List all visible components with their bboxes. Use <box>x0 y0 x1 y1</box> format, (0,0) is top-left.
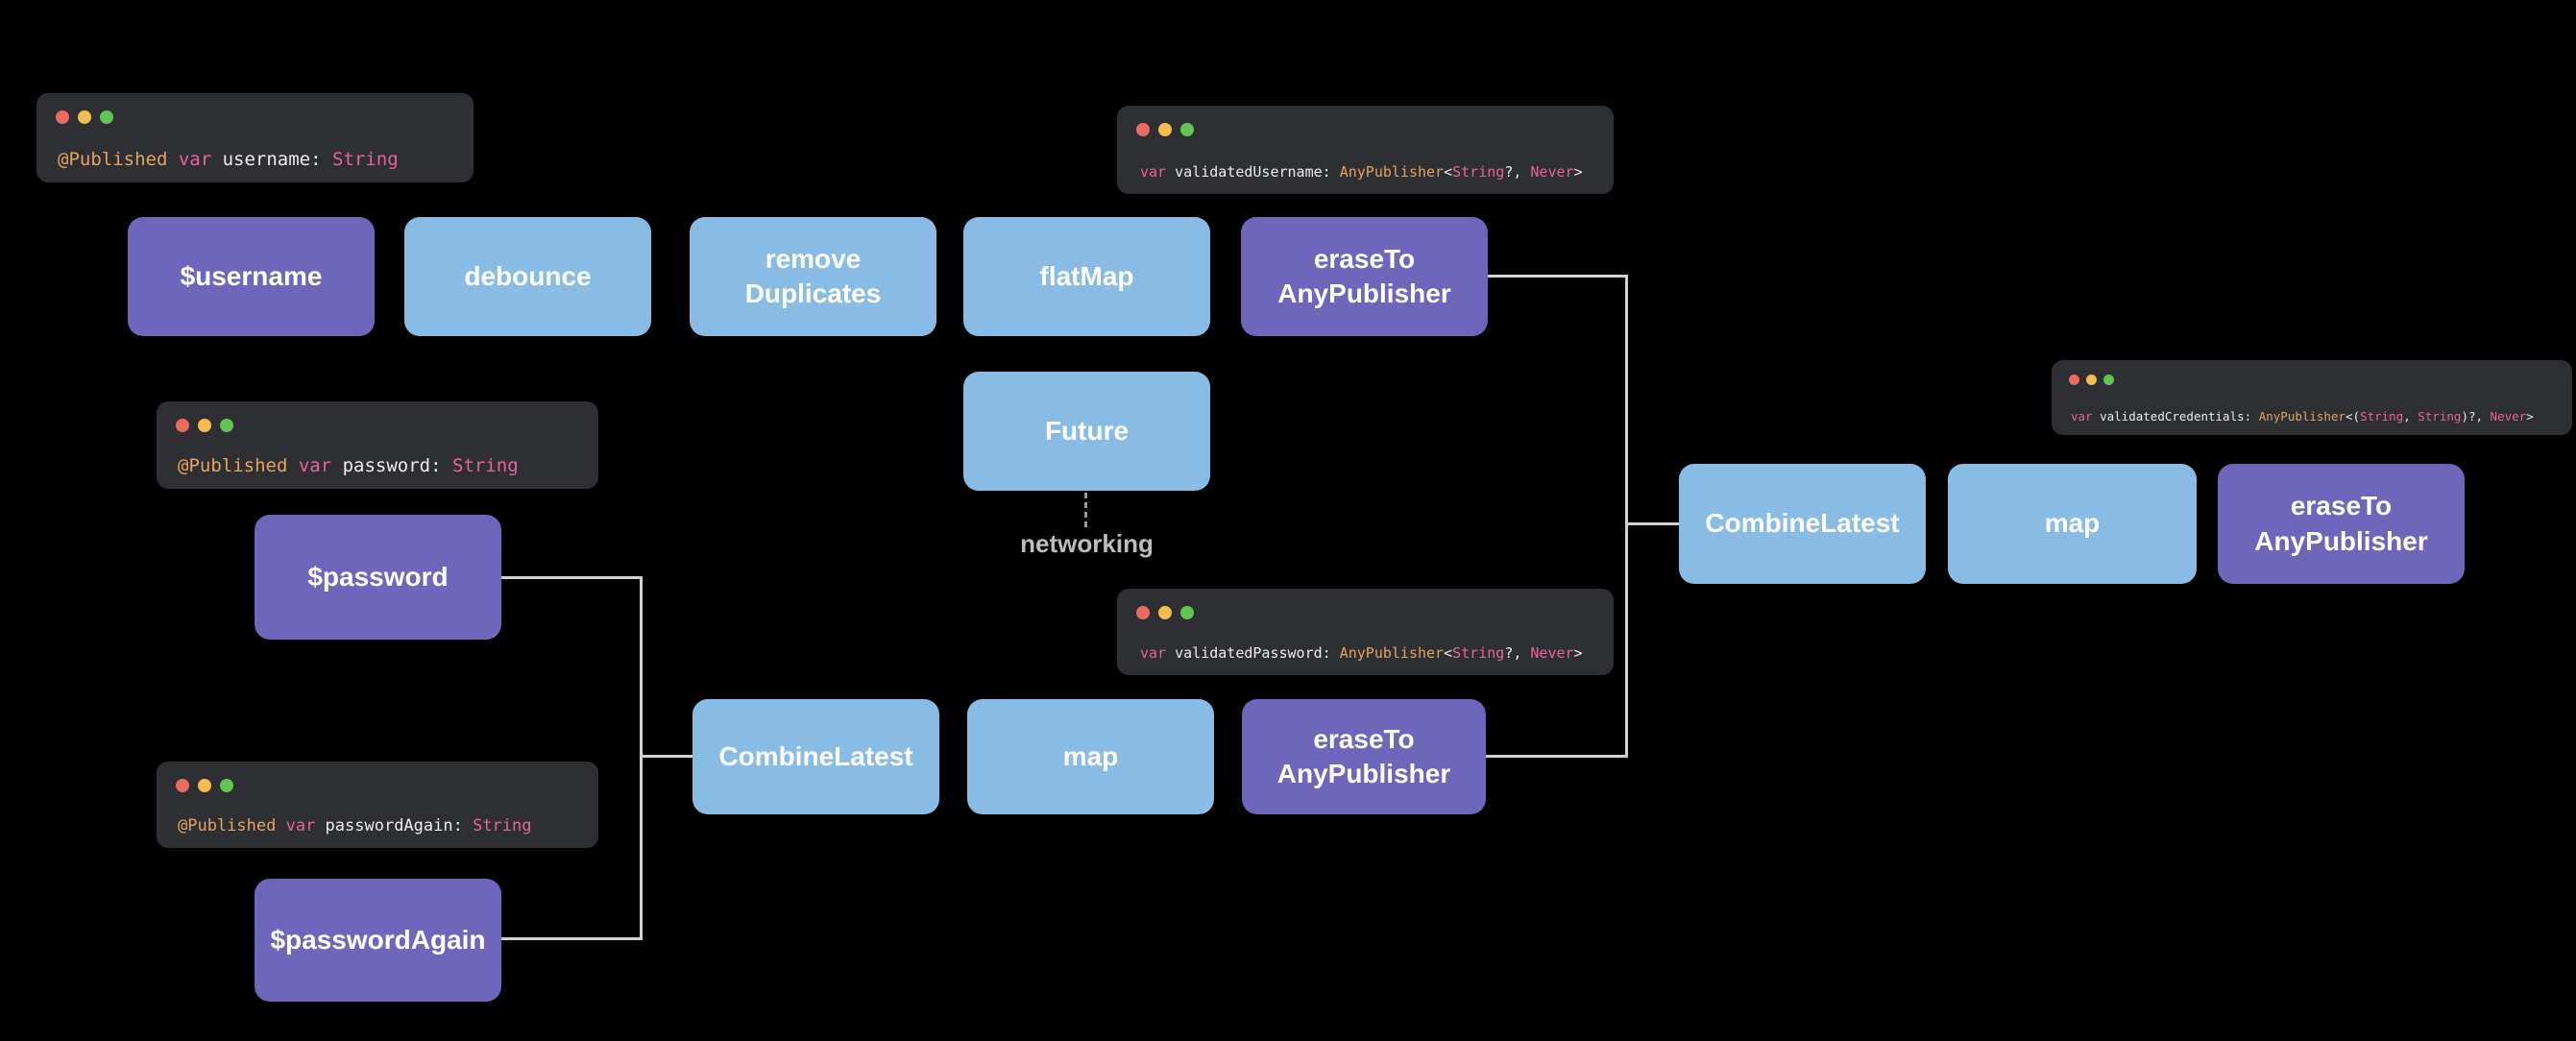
connector-vertical-left <box>640 576 643 940</box>
window-zoom-icon <box>1180 606 1194 619</box>
node-password-publisher: $password <box>255 515 501 640</box>
window-close-icon <box>56 110 69 124</box>
code-window-validated-password: var validatedPassword: AnyPublisher<Stri… <box>1117 589 1614 675</box>
connector-password-right <box>501 576 643 579</box>
node-flatmap: flatMap <box>963 217 1210 336</box>
connector-into-combinelatest1 <box>640 755 693 758</box>
node-password-again-publisher: $passwordAgain <box>255 879 501 1002</box>
window-close-icon <box>176 779 189 792</box>
node-erase-to-any-publisher-2: eraseTo AnyPublisher <box>1242 699 1486 814</box>
window-minimize-icon <box>1158 123 1172 136</box>
node-username-publisher: $username <box>128 217 375 336</box>
node-erase-to-any-publisher-1: eraseTo AnyPublisher <box>1241 217 1488 336</box>
code-line-password-again: @Published var passwordAgain: String <box>178 816 532 835</box>
code-window-password-again: @Published var passwordAgain: String <box>157 762 598 848</box>
window-minimize-icon <box>198 419 211 432</box>
window-close-icon <box>176 419 189 432</box>
networking-label: networking <box>1020 529 1154 558</box>
node-combine-latest-1: CombineLatest <box>693 699 939 814</box>
window-zoom-icon <box>2103 375 2114 385</box>
window-controls <box>56 110 113 124</box>
code-line-password: @Published var password: String <box>178 455 519 476</box>
window-minimize-icon <box>78 110 91 124</box>
connector-passwordagain-right <box>501 937 643 940</box>
window-controls <box>1136 123 1194 136</box>
connector-into-combinelatest2 <box>1625 522 1679 525</box>
window-zoom-icon <box>220 779 233 792</box>
connector-vertical-right <box>1625 275 1628 758</box>
code-line-validated-password: var validatedPassword: AnyPublisher<Stri… <box>1140 644 1583 662</box>
window-controls <box>176 779 233 792</box>
node-combine-latest-2: CombineLatest <box>1679 464 1926 584</box>
code-window-password: @Published var password: String <box>157 401 598 489</box>
code-window-username: @Published var username: String <box>36 93 474 182</box>
window-minimize-icon <box>2086 375 2097 385</box>
window-close-icon <box>1136 123 1150 136</box>
window-minimize-icon <box>1158 606 1172 619</box>
window-controls <box>2069 375 2114 385</box>
networking-dotted-connector <box>1084 493 1087 527</box>
node-map-1: map <box>967 699 1214 814</box>
window-controls <box>176 419 233 432</box>
node-erase-to-any-publisher-3: eraseTo AnyPublisher <box>2218 464 2465 584</box>
connector-erase2-right <box>1486 755 1628 758</box>
node-map-2: map <box>1948 464 2197 584</box>
code-window-validated-username: var validatedUsername: AnyPublisher<Stri… <box>1117 106 1614 194</box>
node-debounce: debounce <box>404 217 651 336</box>
connector-erase1-right <box>1488 275 1628 278</box>
code-window-validated-credentials: var validatedCredentials: AnyPublisher<(… <box>2052 360 2572 435</box>
code-line-validated-credentials: var validatedCredentials: AnyPublisher<(… <box>2071 409 2534 424</box>
code-line-username: @Published var username: String <box>58 149 399 170</box>
node-remove-duplicates: remove Duplicates <box>690 217 936 336</box>
window-close-icon <box>1136 606 1150 619</box>
window-close-icon <box>2069 375 2079 385</box>
window-zoom-icon <box>100 110 113 124</box>
node-future: Future <box>963 372 1210 491</box>
window-zoom-icon <box>220 419 233 432</box>
window-controls <box>1136 606 1194 619</box>
window-minimize-icon <box>198 779 211 792</box>
code-line-validated-username: var validatedUsername: AnyPublisher<Stri… <box>1140 163 1583 181</box>
window-zoom-icon <box>1180 123 1194 136</box>
